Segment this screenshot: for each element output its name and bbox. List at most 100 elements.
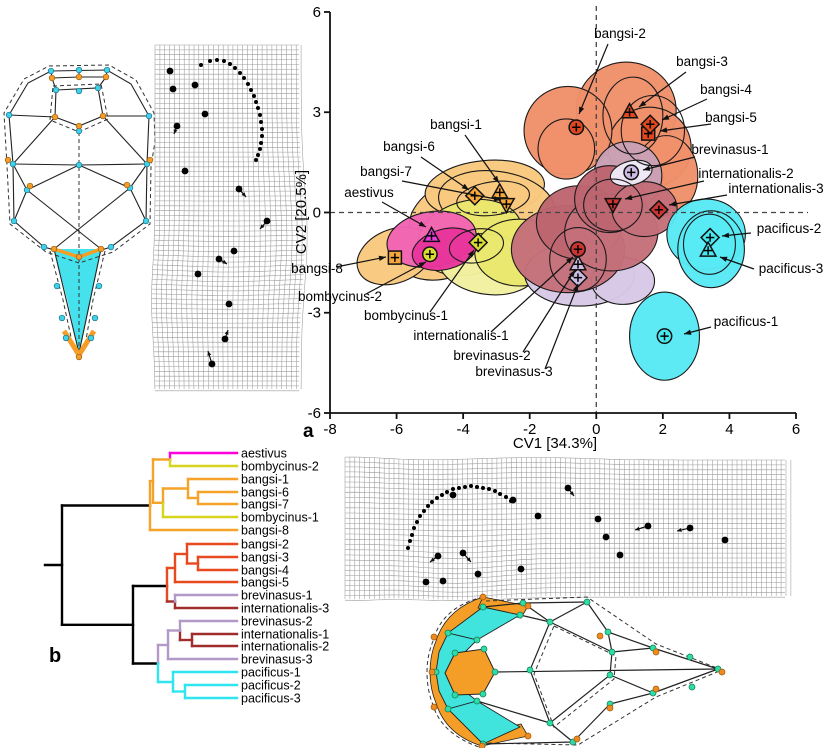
x-tick-label: -6 — [390, 421, 403, 438]
wireframe-head-dorsal — [3, 64, 156, 361]
annotation-arrowhead — [461, 183, 469, 190]
annotation-label-brevinasus-3: brevinasus-3 — [475, 364, 552, 379]
annotation-arrowhead — [684, 329, 692, 335]
annotation-arrow-bangsi-3 — [638, 71, 687, 108]
displacement-arrowhead — [466, 557, 471, 562]
landmark-arc-dot — [410, 533, 414, 537]
x-tick-label: -8 — [323, 421, 336, 438]
annotation-label-pacificus-1: pacificus-1 — [714, 314, 779, 329]
landmark-arc-dot — [418, 514, 422, 518]
displacement-arrowhead — [430, 557, 435, 562]
y-tick-label: 3 — [313, 104, 321, 121]
tree-label-bangsi-2: bangsi-2 — [241, 537, 289, 551]
annotation-label-internationalis-2: internationalis-2 — [698, 166, 793, 181]
landmark-dot — [474, 570, 482, 578]
landmark-dot — [225, 300, 233, 308]
annotation-label-bangsi-2: bangsi-2 — [594, 26, 646, 41]
landmark-arc-dot — [254, 158, 258, 162]
ellipse-outline — [456, 180, 530, 217]
landmark-arc-dot — [238, 71, 242, 75]
cva-point-bangsi-8 — [387, 250, 403, 265]
wireframe-head-lateral — [426, 593, 726, 748]
displacement-arrowhead — [224, 330, 229, 335]
annotation-arrow-brevinasus-1 — [642, 156, 696, 171]
x-axis-title: CV1 [34.3%] — [513, 435, 597, 452]
landmark-arc-dot — [475, 485, 479, 489]
annotation-arrowhead — [568, 270, 575, 278]
landmark-arc-dot — [457, 486, 461, 490]
landmark-arc-dot — [242, 76, 246, 80]
landmark-dot — [594, 515, 602, 523]
landmark-arc-dot — [406, 546, 410, 550]
landmark-dot — [439, 577, 447, 585]
cva-point-bangsi-2 — [568, 119, 585, 136]
annotation-arrowhead — [418, 221, 426, 227]
displacement-arrowhead — [222, 259, 227, 264]
landmark-arc-dot — [487, 487, 491, 491]
landmark-dot — [191, 81, 199, 89]
tree-label-internationalis-1: internationalis-1 — [241, 627, 329, 641]
annotation-label-internationalis-1: internationalis-1 — [413, 328, 508, 343]
annotation-arrowhead — [467, 250, 474, 258]
landmark-arc-dot — [260, 134, 264, 138]
grid-lines — [344, 456, 792, 601]
tree-label-bangsi-4: bangsi-4 — [241, 563, 289, 577]
landmark-arc-dot — [493, 489, 497, 493]
landmark-dot — [449, 491, 457, 499]
landmark-dot — [181, 167, 189, 175]
annotation-label-brevinasus-2: brevinasus-2 — [453, 348, 530, 363]
annotation-arrowhead — [720, 256, 728, 262]
tree-label-bombycinus-1: bombycinus-1 — [241, 510, 319, 524]
annotation-arrowhead — [722, 232, 730, 238]
annotation-arrow-bangsi-7 — [401, 180, 502, 201]
tree-label-bangsi-7: bangsi-7 — [241, 497, 289, 511]
landmark-arc-dot — [260, 127, 264, 131]
landmark-arc-dot — [422, 509, 426, 513]
annotation-label-bangsi-3: bangsi-3 — [676, 54, 728, 69]
landmark-arc-dot — [252, 94, 256, 98]
x-tick-label: 2 — [659, 421, 667, 438]
wireframe-top-dashed-lines — [3, 64, 156, 356]
cva-point-internationalis-3 — [648, 199, 669, 220]
tree-label-brevinasus-2: brevinasus-2 — [241, 614, 313, 628]
tree-label-pacificus-1: pacificus-1 — [241, 665, 301, 679]
tree-label-aestivus: aestivus — [241, 446, 287, 460]
landmark-dot — [721, 536, 729, 544]
annotation-arrowhead — [418, 262, 426, 268]
landmark-arc-dot — [440, 493, 444, 497]
annotation-arrow-internationalis-2 — [624, 180, 705, 200]
tree-label-bangsi-1: bangsi-1 — [241, 472, 289, 486]
cva-point-pacificus-1 — [656, 328, 673, 345]
annotation-arrow-bangsi-8 — [335, 256, 387, 268]
annotation-arrowhead — [643, 165, 651, 171]
annotation-arrow-bangsi-2 — [578, 43, 609, 115]
cva-point-internationalis-1 — [570, 241, 586, 258]
cva-point-bangsi-3 — [620, 102, 639, 119]
landmark-arc-dot — [415, 520, 419, 524]
wireframe-bottom-orange-landmarks — [428, 593, 726, 748]
annotation-arrowhead — [669, 201, 677, 207]
cva-point-bangsi-6 — [464, 185, 485, 206]
cva-point-bangsi-4 — [640, 114, 661, 135]
wireframe-top-orange-landmarks — [4, 73, 154, 361]
confidence-ellipses — [356, 61, 746, 381]
landmark-arc-dot — [498, 492, 502, 496]
annotation-arrow-internationalis-3 — [668, 194, 728, 206]
annotation-label-bombycinus-2: bombycinus-2 — [298, 289, 382, 304]
landmark-arc-dot — [208, 59, 212, 63]
annotation-arrowhead — [566, 257, 573, 264]
annotation-label-pacificus-2: pacificus-2 — [757, 221, 822, 236]
landmark-arc-dot — [463, 485, 467, 489]
wireframe-bottom-solid-lines — [476, 601, 719, 745]
landmark-arc-dot — [215, 58, 219, 62]
ellipse-outline — [583, 178, 643, 232]
displacement-arrowhead — [241, 192, 246, 197]
landmark-dot — [169, 85, 177, 93]
annotation-arrow-bangsi-5 — [659, 123, 712, 132]
annotation-arrowhead — [639, 100, 647, 107]
landmark-arc-dot — [408, 539, 412, 543]
tree-label-bangsi-8: bangsi-8 — [241, 523, 289, 537]
annotation-label-brevinasus-1: brevinasus-1 — [691, 142, 768, 157]
tree-label-bangsi-5: bangsi-5 — [241, 575, 289, 589]
